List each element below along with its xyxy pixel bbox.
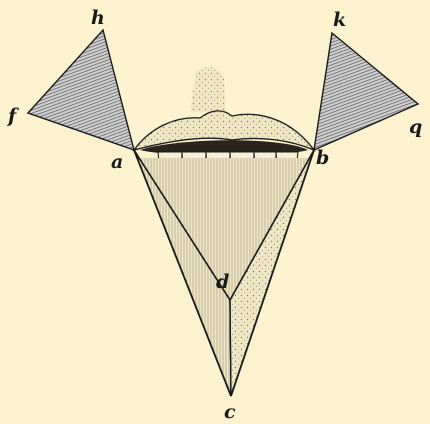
philtrum-shading [190, 67, 226, 112]
label-d: d [216, 271, 229, 293]
label-h: h [91, 7, 105, 29]
label-f: f [6, 105, 19, 127]
label-b: b [316, 147, 329, 169]
label-k: k [333, 9, 346, 31]
label-c: c [224, 401, 236, 423]
right-triangle-flap [314, 33, 418, 150]
label-a: a [111, 151, 123, 173]
label-q: q [409, 116, 422, 138]
left-triangle-flap [28, 30, 134, 150]
